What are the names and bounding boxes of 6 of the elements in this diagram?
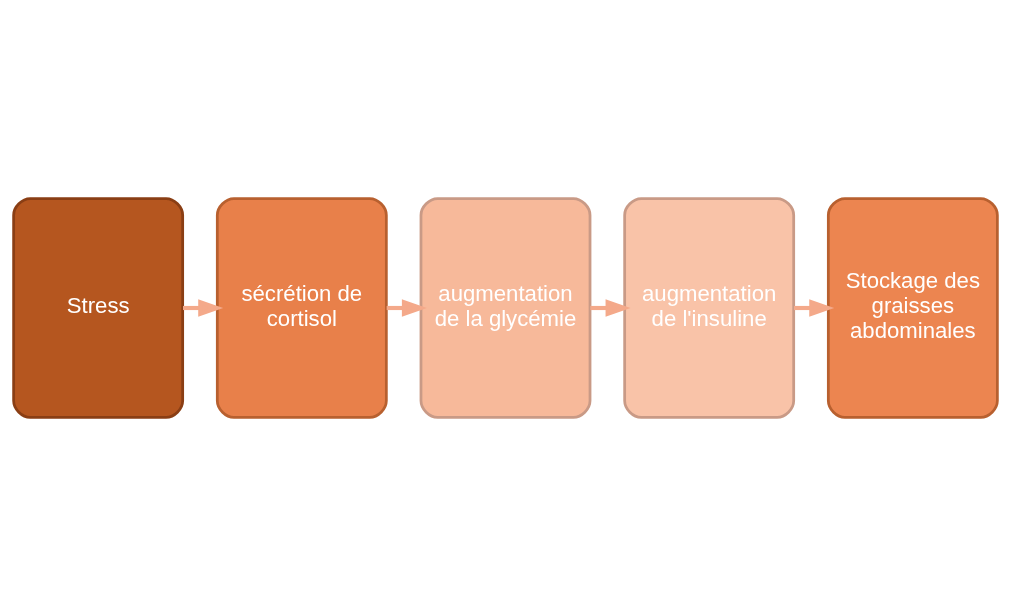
node-box: Stress bbox=[12, 196, 185, 419]
node-box: Stockage des graisses abdominales bbox=[826, 196, 999, 419]
node-box: augmentation de l'insuline bbox=[623, 196, 796, 419]
arrow bbox=[590, 298, 631, 317]
node-box: sécrétion de cortisol bbox=[215, 196, 388, 419]
node-box: augmentation de la glycémie bbox=[419, 196, 592, 419]
